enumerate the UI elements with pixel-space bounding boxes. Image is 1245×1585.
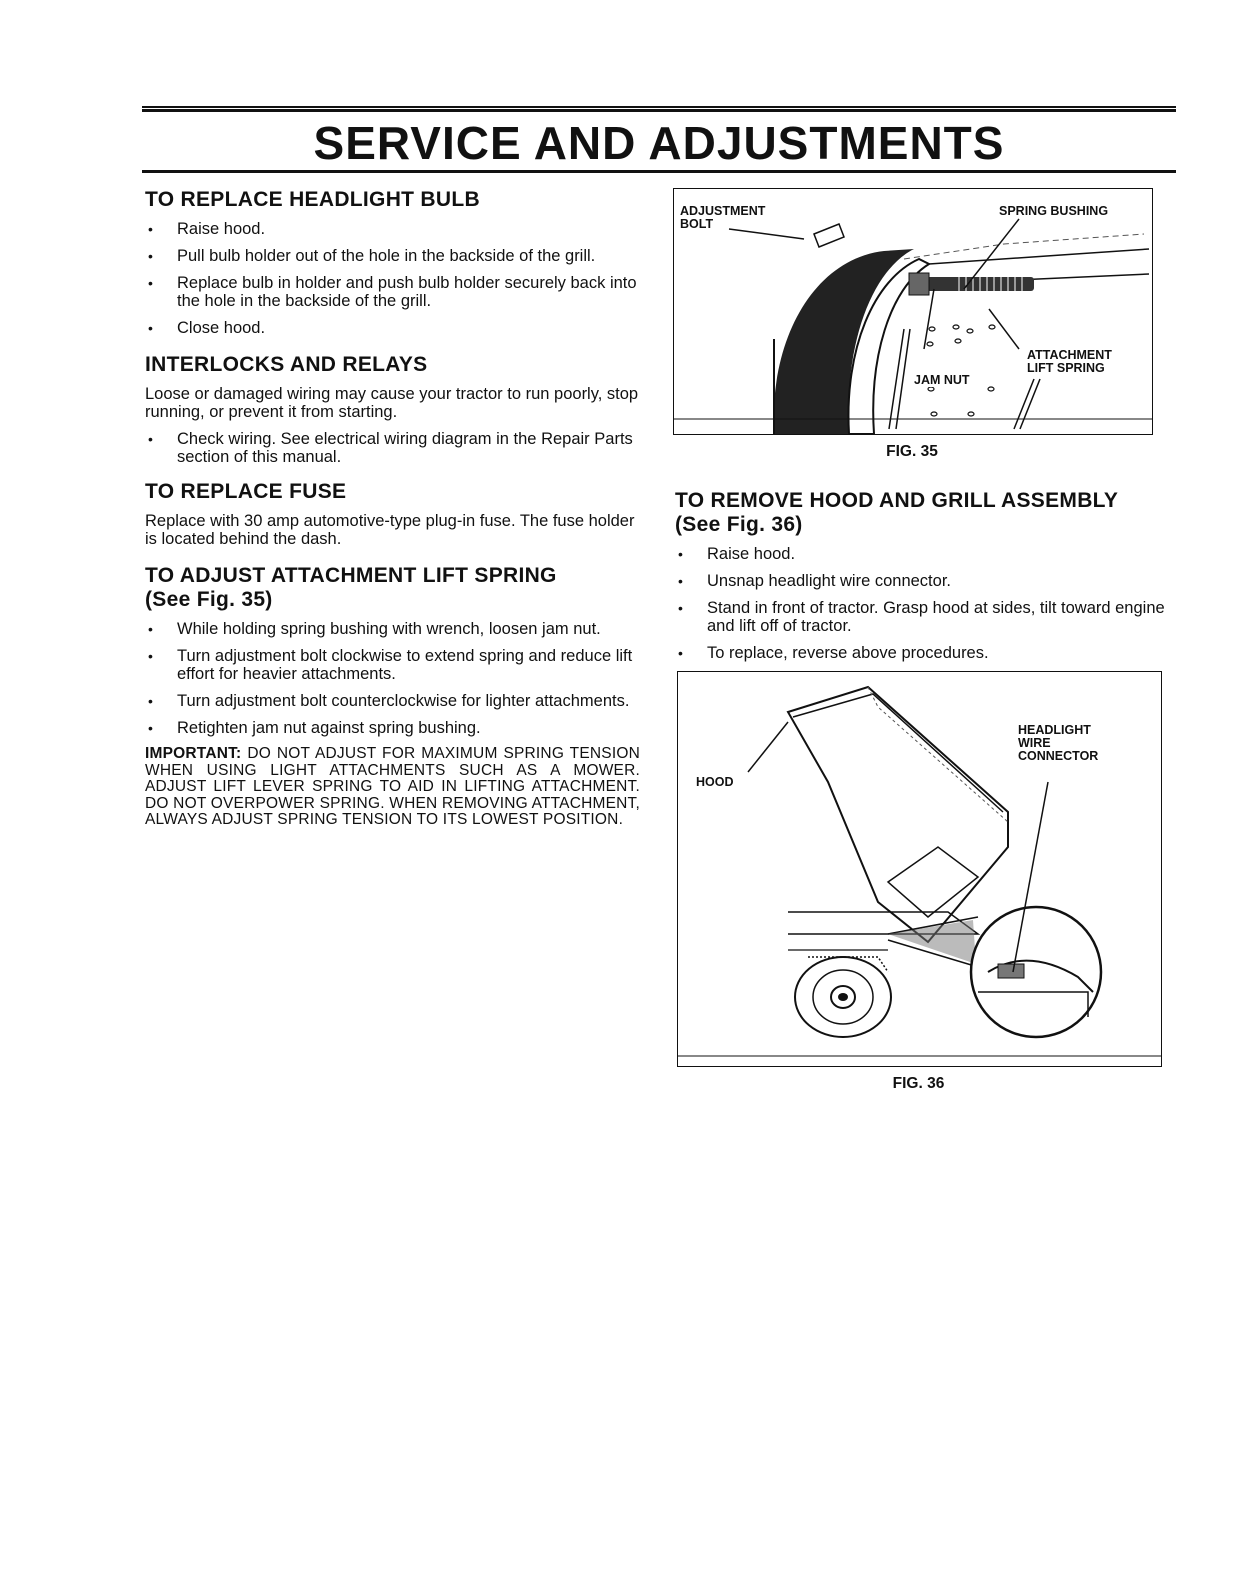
top-rule-thin [142, 106, 1176, 108]
spring-steps: While holding spring bushing with wrench… [145, 620, 640, 737]
list-item: Turn adjustment bolt clockwise to extend… [145, 647, 640, 683]
label-jam-nut: JAM NUT [914, 373, 970, 387]
list-item: Stand in front of tractor. Grasp hood at… [675, 599, 1178, 635]
spring-section: TO ADJUST ATTACHMENT LIFT SPRING (See Fi… [145, 564, 640, 829]
list-item: Turn adjustment bolt counterclockwise fo… [145, 692, 640, 710]
important-note: IMPORTANT: DO NOT ADJUST FOR MAXIMUM SPR… [145, 745, 640, 829]
hood-subheading: (See Fig. 36) [675, 513, 803, 536]
interlocks-intro: Loose or damaged wiring may cause your t… [145, 385, 639, 421]
page-title: SERVICE AND ADJUSTMENTS [313, 117, 1005, 169]
hood-section: TO REMOVE HOOD AND GRILL ASSEMBLY (See F… [675, 489, 1178, 662]
list-item: To replace, reverse above procedures. [675, 644, 1178, 662]
important-text: DO NOT ADJUST FOR MAXIMUM SPRING TENSION… [145, 745, 640, 828]
list-item: Check wiring. See electrical wiring diag… [145, 430, 640, 466]
spring-heading: TO ADJUST ATTACHMENT LIFT SPRING [145, 564, 557, 587]
label-hood: HOOD [696, 775, 734, 789]
top-rule-thick [142, 109, 1176, 112]
list-item: Pull bulb holder out of the hole in the … [145, 247, 640, 265]
label-spring-bushing: SPRING BUSHING [999, 204, 1109, 218]
list-item: Unsnap headlight wire connector. [675, 572, 1178, 590]
left-column: TO REPLACE HEADLIGHT BULB Raise hood. Pu… [145, 188, 640, 838]
headlight-heading: TO REPLACE HEADLIGHT BULB [145, 188, 480, 211]
fig36-illustration: HOOD HEADLIGHT WIRE CONNECTOR [677, 671, 1162, 1067]
fig36-drawing [678, 685, 1161, 1057]
fig35-drawing [674, 218, 1152, 434]
fig35-caption: FIG. 35 [886, 443, 938, 460]
list-item: While holding spring bushing with wrench… [145, 620, 640, 638]
interlocks-heading: INTERLOCKS AND RELAYS [145, 353, 428, 376]
list-item: Raise hood. [145, 220, 640, 238]
fuse-heading: TO REPLACE FUSE [145, 480, 347, 503]
right-column: ADJUSTMENT BOLT SPRING BUSHING ATTACHMEN… [673, 188, 1178, 1093]
important-label: IMPORTANT: [145, 745, 242, 762]
label-headlight-wire-connector: HEADLIGHT WIRE CONNECTOR [1018, 723, 1099, 763]
list-item: Raise hood. [675, 545, 1178, 563]
interlocks-steps: Check wiring. See electrical wiring diag… [145, 430, 640, 466]
label-adjustment-bolt: ADJUSTMENT BOLT [680, 204, 766, 231]
fig35-illustration: ADJUSTMENT BOLT SPRING BUSHING ATTACHMEN… [673, 188, 1153, 435]
label-attachment-lift-spring: ATTACHMENT LIFT SPRING [1027, 348, 1112, 375]
list-item: Replace bulb in holder and push bulb hol… [145, 274, 640, 310]
fuse-text: Replace with 30 amp automotive-type plug… [145, 512, 635, 548]
headlight-section: TO REPLACE HEADLIGHT BULB Raise hood. Pu… [145, 188, 640, 337]
headlight-steps: Raise hood. Pull bulb holder out of the … [145, 220, 640, 337]
fuse-section: TO REPLACE FUSE Replace with 30 amp auto… [145, 480, 640, 548]
list-item: Close hood. [145, 319, 640, 337]
title-underline [142, 170, 1176, 173]
hood-steps: Raise hood. Unsnap headlight wire connec… [675, 545, 1178, 662]
hood-heading: TO REMOVE HOOD AND GRILL ASSEMBLY [675, 489, 1119, 512]
interlocks-section: INTERLOCKS AND RELAYS Loose or damaged w… [145, 353, 640, 466]
fig36-caption: FIG. 36 [892, 1075, 945, 1092]
spring-subheading: (See Fig. 35) [145, 588, 273, 611]
list-item: Retighten jam nut against spring bushing… [145, 719, 640, 737]
